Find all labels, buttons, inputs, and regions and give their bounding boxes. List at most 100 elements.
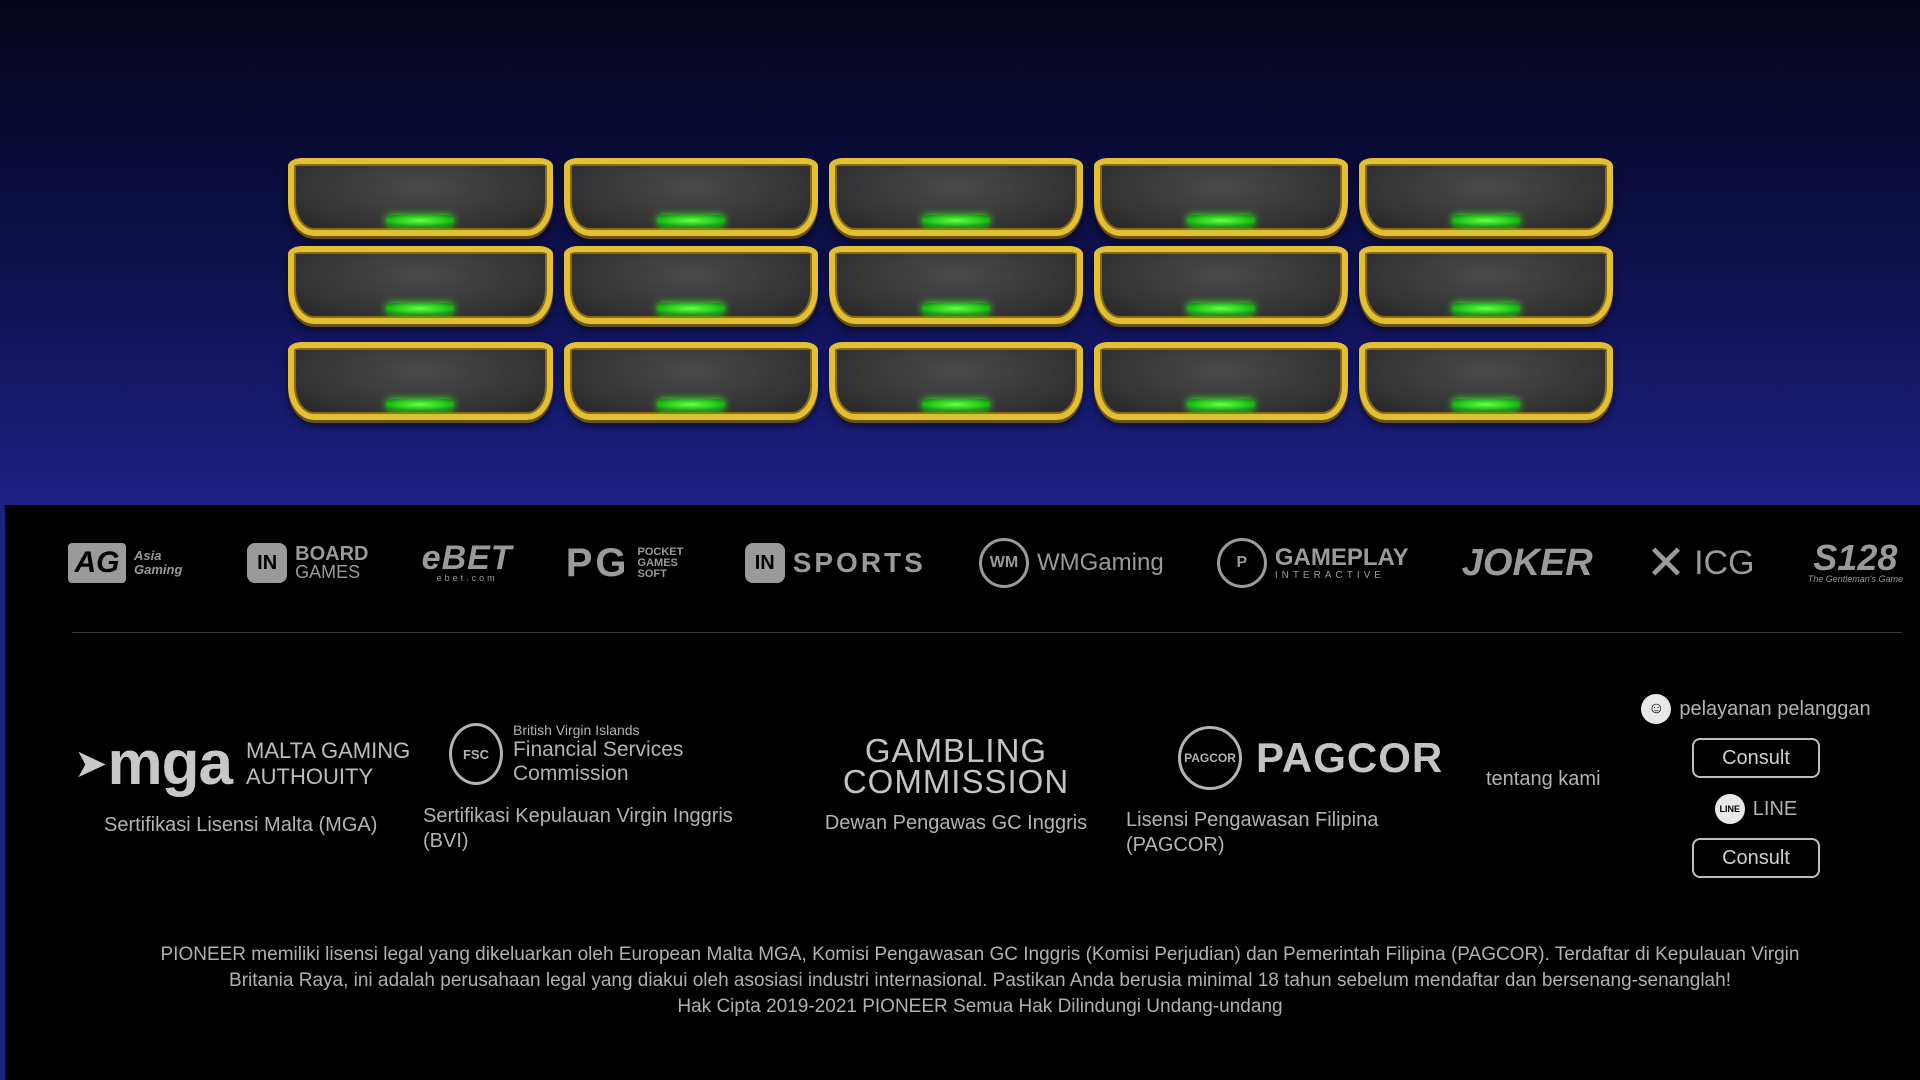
provider-ebet-sub: ebet.com xyxy=(436,573,498,583)
im-logo-icon: IN xyxy=(744,543,785,583)
line-header: LINE LINE xyxy=(1636,794,1876,824)
provider-s128-main: S128 xyxy=(1813,537,1898,578)
provider-pg[interactable]: PG POCKET GAMES SOFT xyxy=(566,541,692,586)
green-led-indicator xyxy=(1186,399,1255,410)
green-led-indicator xyxy=(1452,399,1520,410)
game-slot[interactable] xyxy=(1358,246,1614,324)
green-led-indicator xyxy=(1452,303,1520,314)
mga-arrow-icon: ➤ xyxy=(74,741,108,786)
green-led-indicator xyxy=(656,399,725,410)
pagcor-caption: Lisensi Pengawasan Filipina (PAGCOR) xyxy=(1126,809,1379,856)
green-led-indicator xyxy=(1186,215,1255,226)
provider-gameplay-main: GAMEPLAY xyxy=(1274,543,1409,571)
mga-caption: Sertifikasi Lisensi Malta (MGA) xyxy=(104,814,378,836)
ag-logo-icon: AG xyxy=(68,543,126,583)
provider-ebet[interactable]: eBET ebet.com xyxy=(421,539,513,583)
legal-notice: PIONEER memiliki lisensi legal yang dike… xyxy=(60,942,1900,1020)
mga-logo: ➤ mga MALTA GAMING AUTHOUITY xyxy=(74,728,434,799)
green-led-indicator xyxy=(921,303,990,314)
provider-sports[interactable]: IN SPORTS xyxy=(744,543,926,583)
pagcor-logo-text: PAGCOR xyxy=(1256,734,1444,781)
provider-joker-main: JOKER xyxy=(1461,541,1593,584)
game-banner xyxy=(0,0,1920,505)
bvi-logo-line2: Financial Services Commission xyxy=(512,738,684,785)
gameplay-logo-icon: P xyxy=(1216,538,1267,588)
game-slot[interactable] xyxy=(828,158,1083,236)
game-slot[interactable] xyxy=(563,158,818,236)
im-logo-icon: IN xyxy=(247,543,288,583)
icg-x-icon: ✕ xyxy=(1645,537,1687,590)
provider-ebet-main: eBET xyxy=(421,539,513,577)
gc-logo-line2: COMMISSION xyxy=(842,763,1070,800)
provider-sports-main: SPORTS xyxy=(792,547,926,578)
line-consult-button[interactable]: Consult xyxy=(1692,838,1820,878)
provider-wmgaming-main: WMGaming xyxy=(1036,549,1164,576)
green-led-indicator xyxy=(656,215,725,226)
green-led-indicator xyxy=(1452,215,1520,226)
game-slot[interactable] xyxy=(1358,158,1614,236)
game-slot[interactable] xyxy=(288,342,553,420)
game-slot[interactable] xyxy=(563,246,818,324)
support-label: pelayanan pelanggan xyxy=(1679,697,1871,720)
green-led-indicator xyxy=(921,215,990,226)
game-slot[interactable] xyxy=(1093,246,1348,324)
slot-row xyxy=(288,342,1614,422)
line-icon: LINE xyxy=(1714,794,1745,824)
footer xyxy=(5,505,1920,1080)
provider-board-games-sub: GAMES xyxy=(295,562,361,582)
legal-line: Britania Raya, ini adalah perusahaan leg… xyxy=(229,970,1731,991)
game-slot[interactable] xyxy=(288,158,553,236)
provider-gameplay-sub: INTERACTIVE xyxy=(1274,569,1385,581)
bvi-logo: FSC British Virgin Islands Financial Ser… xyxy=(449,722,763,786)
license-gc: GAMBLING COMMISSION Dewan Pengawas GC In… xyxy=(816,732,1096,836)
wm-logo-icon: WM xyxy=(978,538,1029,588)
green-led-indicator xyxy=(656,303,725,314)
provider-ag[interactable]: AG Asia Gaming xyxy=(68,543,194,583)
provider-gameplay[interactable]: P GAMEPLAY INTERACTIVE xyxy=(1216,538,1409,588)
mga-logo-text: mga xyxy=(107,729,233,798)
license-pagcor: PAGCOR PAGCOR Lisensi Pengawasan Filipin… xyxy=(1126,726,1456,858)
footer-divider xyxy=(72,632,1902,633)
license-bvi: FSC British Virgin Islands Financial Ser… xyxy=(423,722,763,854)
game-slot[interactable] xyxy=(1093,158,1348,236)
game-slot[interactable] xyxy=(1093,342,1348,420)
bvi-logo-line1: British Virgin Islands xyxy=(512,722,640,738)
game-slot[interactable] xyxy=(1358,342,1614,420)
provider-logo-bar: AG Asia Gaming IN BOARD GAMES eBET ebet.… xyxy=(68,528,1903,598)
green-led-indicator xyxy=(1186,303,1255,314)
provider-pg-sub: POCKET GAMES SOFT xyxy=(637,545,684,580)
support-header: ☺ pelayanan pelanggan xyxy=(1636,694,1876,724)
game-slot-grid xyxy=(288,158,1614,438)
provider-wmgaming[interactable]: WM WMGaming xyxy=(978,538,1164,588)
game-slot[interactable] xyxy=(563,342,818,420)
provider-s128[interactable]: S128 The Gentleman's Game xyxy=(1808,537,1903,585)
game-slot[interactable] xyxy=(288,246,553,324)
green-led-indicator xyxy=(386,399,455,410)
green-led-indicator xyxy=(921,399,990,410)
provider-icg-main: ICG xyxy=(1694,543,1755,582)
mga-logo-sub: MALTA GAMING AUTHOUITY xyxy=(246,737,411,789)
green-led-indicator xyxy=(386,215,455,226)
license-mga: ➤ mga MALTA GAMING AUTHOUITY Sertifikasi… xyxy=(74,728,434,838)
copyright: Hak Cipta 2019-2021 PIONEER Semua Hak Di… xyxy=(677,996,1283,1017)
provider-board-games-main: BOARD xyxy=(295,543,369,565)
provider-pg-main: PG xyxy=(565,540,630,585)
legal-line: PIONEER memiliki lisensi legal yang dike… xyxy=(160,944,1800,965)
provider-joker[interactable]: JOKER xyxy=(1462,542,1593,585)
bvi-caption: Sertifikasi Kepulauan Virgin Inggris (BV… xyxy=(423,805,733,852)
slot-row xyxy=(288,158,1614,238)
gc-logo-line1: GAMBLING xyxy=(864,732,1048,769)
fsc-seal-icon: FSC xyxy=(449,723,503,785)
slot-row xyxy=(288,246,1614,326)
provider-ag-sub: Asia Gaming xyxy=(134,548,183,577)
provider-board-games[interactable]: IN BOARD GAMES xyxy=(247,543,369,583)
about-us-link[interactable]: tentang kami xyxy=(1486,768,1601,790)
game-slot[interactable] xyxy=(828,342,1083,420)
green-led-indicator xyxy=(386,303,455,314)
line-label: LINE xyxy=(1752,797,1798,820)
provider-icg[interactable]: ✕ ICG xyxy=(1646,535,1755,591)
headset-icon: ☺ xyxy=(1641,694,1672,724)
consult-button[interactable]: Consult xyxy=(1692,738,1820,778)
left-edge-strip xyxy=(0,505,5,1080)
game-slot[interactable] xyxy=(828,246,1083,324)
